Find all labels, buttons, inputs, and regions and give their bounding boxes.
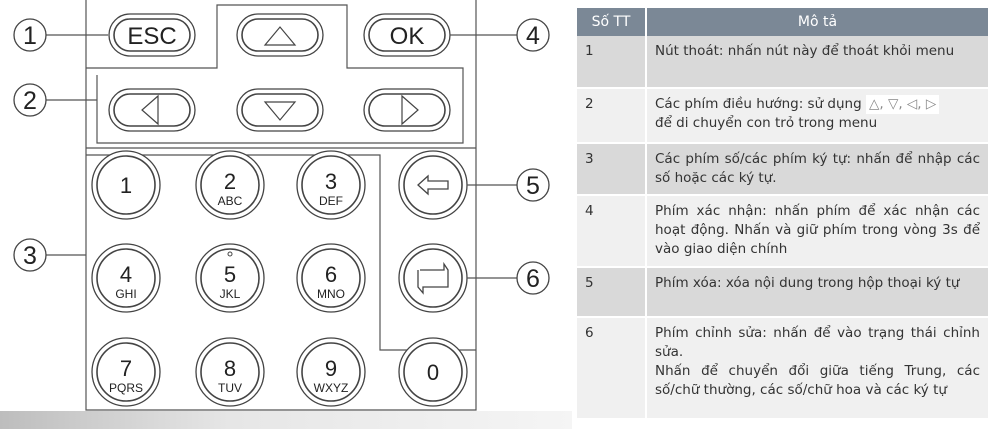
key-digit: 7 — [120, 356, 132, 381]
left-arrow-icon — [141, 94, 159, 126]
callout-6: 6 — [467, 261, 550, 295]
switch-arrows-icon — [417, 261, 449, 295]
key-description-table: Số TT Mô tả 1 Nút thoát: nhấn nút này để… — [577, 8, 990, 420]
callout-number: 1 — [23, 22, 37, 50]
callout-1: 1 — [13, 18, 108, 52]
desc-text: Nhấn để chuyển đổi giữa tiếng Trung, các… — [655, 363, 980, 398]
key-digit: 8 — [224, 356, 236, 381]
down-arrow-icon — [263, 101, 297, 121]
tactile-dot-icon — [227, 251, 233, 257]
header-description: Mô tả — [646, 8, 990, 36]
desc-text: Phím chỉnh sửa: nhấn để vào trạng thái c… — [655, 325, 980, 360]
key-letters: MNO — [317, 287, 345, 301]
key-digit: 6 — [325, 262, 337, 287]
key-letters: JKL — [220, 287, 241, 301]
callout-3: 3 — [13, 238, 86, 272]
table-row: 1 Nút thoát: nhấn nút này để thoát khỏi … — [577, 36, 990, 89]
key-letters: WXYZ — [314, 381, 349, 395]
key-letters: DEF — [319, 194, 343, 208]
row-number: 3 — [577, 143, 647, 196]
down-key[interactable] — [236, 88, 324, 132]
row-description: Các phím điều hướng: sử dụng △, ▽, ◁, ▷đ… — [646, 88, 990, 144]
callout-2: 2 — [13, 83, 97, 117]
key-letters: PQRS — [109, 381, 143, 395]
backspace-arrow-icon — [417, 174, 449, 196]
ok-label: OK — [390, 23, 425, 50]
callout-number: 5 — [526, 172, 540, 200]
edit-key[interactable] — [398, 243, 468, 313]
row-number: 6 — [577, 317, 647, 420]
callout-number: 4 — [526, 22, 540, 50]
key-digit: 1 — [120, 173, 132, 198]
up-arrow-icon — [263, 26, 297, 46]
key-0[interactable]: 0 — [398, 337, 468, 407]
key-digit: 9 — [325, 356, 337, 381]
table-row: 6 Phím chỉnh sửa: nhấn để vào trạng thái… — [577, 317, 990, 420]
callout-5: 5 — [467, 168, 550, 202]
callout-4: 4 — [450, 18, 550, 52]
key-1[interactable]: 1 — [91, 150, 161, 220]
right-arrow-icon — [401, 94, 419, 126]
key-letters: GHI — [115, 287, 136, 301]
row-number: 1 — [577, 36, 647, 89]
key-digit: 4 — [120, 262, 132, 287]
backspace-key[interactable] — [398, 150, 468, 220]
bottom-shadow-bar — [0, 411, 572, 429]
row-number: 2 — [577, 88, 647, 144]
key-letters: ABC — [218, 194, 243, 208]
header-number: Số TT — [577, 8, 647, 36]
desc-text: Các phím điều hướng: sử dụng — [655, 96, 862, 112]
key-digit: 2 — [224, 169, 236, 194]
key-digit: 3 — [325, 169, 337, 194]
right-key[interactable] — [363, 88, 451, 132]
key-letters: TUV — [218, 381, 242, 395]
row-description: Các phím số/các phím ký tự: nhấn để nhập… — [646, 143, 990, 196]
key-digit: 5 — [224, 262, 236, 287]
navigation-arrows-icon: △, ▽, ◁, ▷ — [865, 95, 940, 114]
row-description: Phím xóa: xóa nội dung trong hộp thoại k… — [646, 267, 990, 318]
key-digit: 0 — [427, 360, 439, 385]
row-number: 5 — [577, 267, 647, 318]
desc-text: để di chuyển con trỏ trong menu — [655, 115, 878, 131]
table-row: 2 Các phím điều hướng: sử dụng △, ▽, ◁, … — [577, 88, 990, 144]
up-key[interactable] — [236, 13, 324, 57]
esc-label: ESC — [127, 23, 176, 50]
table-row: 3 Các phím số/các phím ký tự: nhấn để nh… — [577, 143, 990, 196]
row-description: Nút thoát: nhấn nút này để thoát khỏi me… — [646, 36, 990, 89]
left-key[interactable] — [108, 88, 196, 132]
row-number: 4 — [577, 195, 647, 268]
callout-number: 6 — [526, 265, 540, 293]
ok-key[interactable]: OK — [363, 13, 451, 57]
table-row: 5 Phím xóa: xóa nội dung trong hộp thoại… — [577, 267, 990, 318]
callout-number: 2 — [23, 87, 37, 115]
row-description: Phím xác nhận: nhấn phím để xác nhận các… — [646, 195, 990, 268]
table-row: 4 Phím xác nhận: nhấn phím để xác nhận c… — [577, 195, 990, 268]
callout-number: 3 — [23, 242, 37, 270]
esc-key[interactable]: ESC — [108, 13, 196, 57]
row-description: Phím chỉnh sửa: nhấn để vào trạng thái c… — [646, 317, 990, 420]
